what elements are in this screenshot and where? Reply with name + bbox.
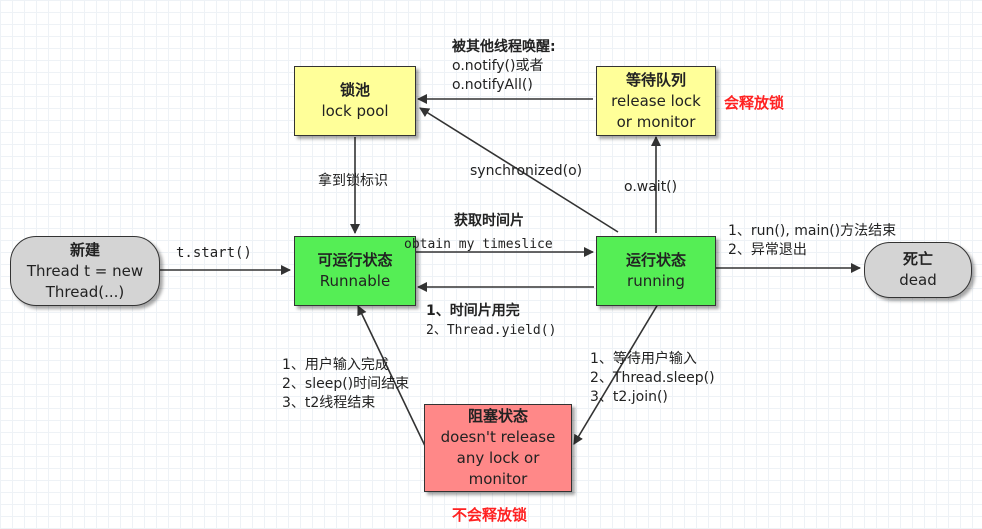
node-wait-queue-title: 等待队列 (625, 70, 686, 89)
node-new-line2: Thread(...) (45, 282, 125, 301)
node-dead: 死亡 dead (864, 242, 972, 298)
node-blocked-title: 阻塞状态 (467, 407, 528, 425)
label-end: 1、run(), main()方法结束 2、异常退出 (728, 222, 896, 260)
arrow-running-to-lockpool (419, 107, 619, 233)
label-unblock-line2: 2、sleep()时间结束 (282, 376, 410, 392)
label-yield-line1: 1、时间片用完 (426, 303, 520, 319)
node-wait-queue-line2: or monitor (616, 112, 696, 131)
node-runnable: 可运行状态 Runnable (294, 236, 416, 306)
label-yield-line2: 2、Thread.yield() (426, 323, 557, 338)
label-block-line3: 3、t2.join() (590, 389, 668, 405)
label-block-line2: 2、Thread.sleep() (590, 370, 715, 386)
label-timeslice-en: obtain my timeslice (404, 237, 553, 252)
node-dead-line1: dead (899, 271, 937, 289)
label-notify: 被其他线程唤醒: o.notify()或者 o.notifyAll() (452, 38, 556, 95)
label-notify-line3: o.notifyAll() (452, 77, 533, 93)
label-unblock-line1: 1、用户输入完成 (282, 357, 389, 373)
node-blocked: 阻塞状态 doesn't release any lock or monitor (424, 404, 572, 492)
node-running-line1: running (627, 272, 685, 290)
node-running: 运行状态 running (596, 236, 716, 306)
label-notify-line2: o.notify()或者 (452, 58, 544, 74)
node-running-title: 运行状态 (625, 251, 686, 269)
label-yield: 1、时间片用完 2、Thread.yield() (426, 302, 556, 340)
label-unblock: 1、用户输入完成 2、sleep()时间结束 3、t2线程结束 (282, 356, 409, 413)
label-end-line2: 2、异常退出 (728, 242, 807, 258)
node-blocked-line3: monitor (468, 470, 528, 488)
label-block-line1: 1、等待用户输入 (590, 351, 697, 367)
label-block: 1、等待用户输入 2、Thread.sleep() 3、t2.join() (590, 350, 715, 407)
label-no-release-lock: 不会释放锁 (452, 506, 528, 524)
node-new-line1: Thread t = new (26, 261, 144, 280)
label-synchronized: synchronized(o) (470, 163, 583, 179)
label-timeslice-cn: 获取时间片 (454, 213, 524, 229)
node-dead-title: 死亡 (902, 250, 933, 268)
node-lock-pool-line1: lock pool (321, 102, 389, 120)
label-start: t.start() (176, 245, 252, 261)
arrow-running-to-blocked (573, 303, 659, 445)
node-runnable-line1: Runnable (319, 272, 391, 290)
node-blocked-line1: doesn't release (440, 428, 556, 446)
node-wait-queue-line1: release lock (611, 91, 701, 110)
label-wait: o.wait() (624, 179, 678, 195)
arrow-blocked-to-runnable (357, 305, 427, 449)
label-get-lock: 拿到锁标识 (318, 173, 388, 189)
node-lock-pool-title: 锁池 (339, 81, 370, 99)
node-new-title: 新建 (69, 240, 100, 259)
label-end-line1: 1、run(), main()方法结束 (728, 223, 897, 239)
label-release-lock: 会释放锁 (724, 94, 785, 112)
node-blocked-line2: any lock or (456, 449, 540, 467)
node-lock-pool: 锁池 lock pool (294, 66, 416, 136)
node-wait-queue: 等待队列 release lock or monitor (596, 66, 716, 136)
label-notify-line1: 被其他线程唤醒: (452, 39, 556, 55)
node-new: 新建 Thread t = new Thread(...) (10, 236, 160, 306)
label-unblock-line3: 3、t2线程结束 (282, 395, 376, 411)
node-runnable-title: 可运行状态 (317, 251, 393, 269)
